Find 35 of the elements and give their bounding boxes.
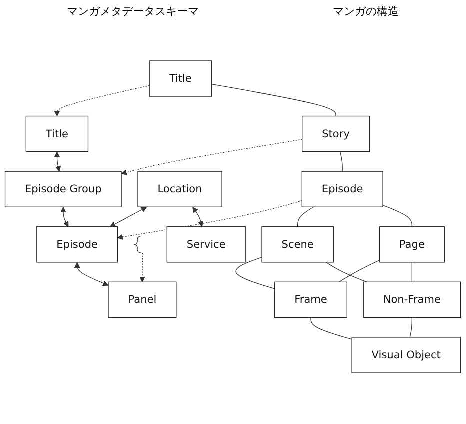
arrow [192,207,204,228]
arrow [74,262,109,286]
connector [298,206,314,228]
node-box: Episode [302,171,384,208]
connector [382,205,412,228]
arrow [118,200,302,240]
column-heading: マンガの構造 [333,4,399,19]
connector [338,260,380,282]
node-box: Episode Group [4,171,122,208]
node-box: Page [379,226,445,263]
node-box: Scene [262,226,334,263]
connector [211,84,336,117]
arrow [54,152,62,172]
node-box: Visual Object [352,337,461,374]
connector [410,317,412,338]
arrow [121,139,303,176]
node-box: Panel [108,282,177,318]
node-bracket [134,236,142,254]
arrow [110,206,148,228]
connector [340,152,343,172]
node-box: Frame [274,282,348,318]
node-box: Episode [36,226,118,263]
connector [310,317,352,340]
node-box: Location [138,171,222,208]
column-heading: マンガメタデータスキーマ [67,4,199,19]
arrow [54,85,150,117]
node-box: Non-Frame [363,282,462,318]
node-box: Service [166,226,246,263]
connector [326,262,368,282]
arrow [60,207,69,228]
node-box: Story [302,116,370,152]
arrow [140,252,146,282]
connector [236,257,276,290]
node-box: Title [149,60,212,97]
node-box: Title [26,116,89,152]
